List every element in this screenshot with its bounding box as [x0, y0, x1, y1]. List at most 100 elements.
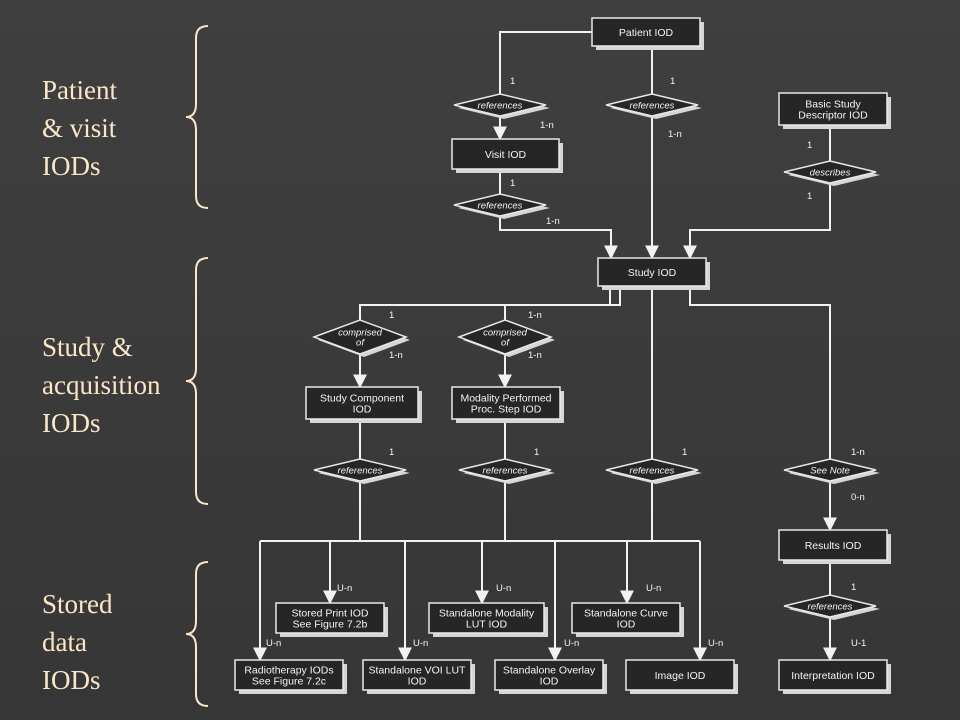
results-box: Results IOD: [778, 529, 891, 564]
brace-patient: [185, 25, 209, 209]
cardinality-label: U-1: [851, 638, 866, 649]
cardinality-label: 1: [510, 76, 515, 87]
stored-print-label: See Figure 7.2b: [293, 619, 368, 631]
d-ref-mpps-diamond: references: [458, 458, 555, 484]
study-component-label: Study Component: [320, 393, 404, 405]
basic-study-label: Descriptor IOD: [798, 110, 868, 122]
d-comp2-label: of: [501, 338, 510, 349]
group-label-study: Study & acquisition IODs: [42, 332, 161, 438]
image-box: Image IOD: [625, 659, 738, 694]
mpps-label: Proc. Step IOD: [471, 404, 542, 416]
overlay-label: Standalone Overlay: [503, 665, 596, 677]
interpretation-box: Interpretation IOD: [778, 659, 891, 694]
d-describes-label: describes: [810, 168, 851, 179]
radiotherapy-label: See Figure 7.2c: [252, 676, 326, 688]
results-label: Results IOD: [805, 540, 862, 552]
mpps-label: Modality Performed: [460, 393, 551, 405]
d-visit-ref-label: references: [478, 101, 523, 112]
cardinality-label: 0-n: [851, 492, 865, 503]
cardinality-label: U-n: [266, 638, 281, 649]
d-comp1-label: of: [356, 338, 365, 349]
group-label-stored: Stored data IODs: [42, 589, 113, 695]
cardinality-label: 1: [389, 447, 394, 458]
voi-lut-label: IOD: [408, 676, 427, 688]
d-see-note-diamond: See Note: [783, 458, 880, 484]
d-ref-mpps-label: references: [483, 466, 528, 477]
cardinality-label: 1-n: [668, 129, 682, 140]
patient-label: Patient IOD: [619, 27, 674, 39]
connector-line: [683, 183, 831, 260]
visit-box: Visit IOD: [451, 138, 563, 173]
cardinality-label: 1-n: [528, 350, 542, 361]
curve-label: IOD: [617, 619, 636, 631]
d-results-ref-diamond: references: [783, 594, 880, 620]
d-describes-diamond: describes: [783, 160, 880, 186]
interpretation-label: Interpretation IOD: [791, 670, 875, 682]
cardinality-label: 1-n: [389, 350, 403, 361]
cardinality-label: 1: [807, 140, 812, 151]
cardinality-label: U-n: [496, 583, 511, 594]
connector-line: [359, 286, 611, 320]
connector-line: [499, 216, 618, 260]
stored-print-label: Stored Print IOD: [291, 608, 368, 620]
cardinality-label: 1-n: [540, 120, 554, 131]
overlay-label: IOD: [540, 676, 559, 688]
basic-study-label: Basic Study: [805, 99, 861, 111]
connector-line: [499, 31, 592, 94]
cardinality-label: 1-n: [528, 310, 542, 321]
cardinality-label: 1: [670, 76, 675, 87]
cardinality-label: U-n: [413, 638, 428, 649]
study-label: Study IOD: [628, 267, 677, 279]
brace-study: [185, 257, 209, 505]
cardinality-label: 1: [807, 191, 812, 202]
cardinality-label: U-n: [337, 583, 352, 594]
d-visit-ref-diamond: references: [453, 93, 550, 119]
study-box: Study IOD: [597, 257, 710, 290]
d-ref-sc-label: references: [338, 466, 383, 477]
d-results-ref-label: references: [808, 602, 853, 613]
group-label-patient: Patient & visit IODs: [42, 75, 117, 181]
cardinality-label: 1: [534, 447, 539, 458]
cardinality-label: 1: [851, 582, 856, 593]
brace-stored: [185, 561, 209, 707]
modality-lut-label: LUT IOD: [466, 619, 508, 631]
d-comp1-label: comprised: [338, 328, 383, 339]
patient-box: Patient IOD: [591, 17, 704, 50]
image-label: Image IOD: [655, 670, 706, 682]
d-patient-study-label: references: [630, 101, 675, 112]
d-comp2-label: comprised: [483, 328, 528, 339]
d-ref-sc-diamond: references: [313, 458, 410, 484]
d-ref-image-label: references: [630, 466, 675, 477]
cardinality-label: 1-n: [546, 216, 560, 227]
d-see-note-label: See Note: [810, 466, 850, 477]
cardinality-label: 1-n: [851, 447, 865, 458]
d-patient-study-diamond: references: [605, 93, 702, 119]
cardinality-label: 1: [682, 447, 687, 458]
connector-line: [504, 286, 621, 320]
cardinality-label: U-n: [564, 638, 579, 649]
d-visit-study-diamond: references: [453, 193, 550, 219]
connector-line: [689, 286, 831, 459]
voi-lut-label: Standalone VOI LUT: [369, 665, 466, 677]
cardinality-label: 1: [510, 178, 515, 189]
d-visit-study-label: references: [478, 201, 523, 212]
cardinality-label: U-n: [646, 583, 661, 594]
study-component-label: IOD: [353, 404, 372, 416]
modality-lut-label: Standalone Modality: [439, 608, 535, 620]
cardinality-label: 1: [389, 310, 394, 321]
radiotherapy-label: Radiotherapy IODs: [244, 665, 333, 677]
curve-label: Standalone Curve: [584, 608, 668, 620]
d-ref-image-diamond: references: [605, 458, 702, 484]
